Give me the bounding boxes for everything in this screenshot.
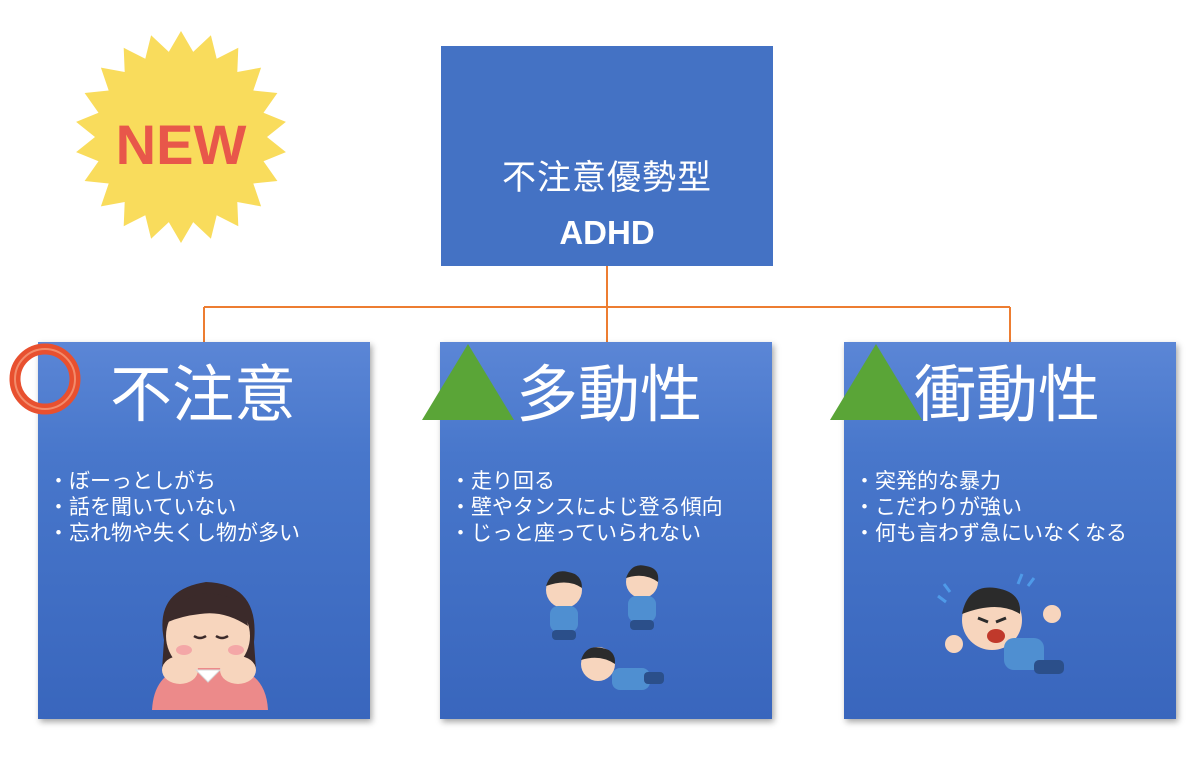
list-item: 忘れ物や失くし物が多い <box>48 520 366 546</box>
running-kids-illustration <box>546 565 664 690</box>
circle-mark-icon <box>9 343 81 415</box>
card-heading: 多動性 <box>516 358 703 431</box>
list-item: ぼーっとしがち <box>48 468 366 494</box>
list-item: 壁やタンスによじ登る傾向 <box>450 494 768 520</box>
list-item: 走り回る <box>450 468 768 494</box>
card-heading: 衝動性 <box>914 358 1101 431</box>
root-subtitle: ADHD <box>559 214 655 251</box>
triangle-mark-icon <box>422 344 514 420</box>
list-item: 話を聞いていない <box>48 494 366 520</box>
list-item: こだわりが強い <box>854 494 1172 520</box>
list-item: 突発的な暴力 <box>854 468 1172 494</box>
root-box: 不注意優勢型 ADHD <box>441 46 773 266</box>
card-inattention: 不注意 ぼーっとしがち 話を聞いていない 忘れ物や失くし物が多い <box>38 342 370 719</box>
card-heading: 不注意 <box>110 358 297 431</box>
list-item: 何も言わず急にいなくなる <box>854 520 1172 546</box>
card-list: ぼーっとしがち 話を聞いていない 忘れ物や失くし物が多い <box>48 468 366 546</box>
card-list: 走り回る 壁やタンスによじ登る傾向 じっと座っていられない <box>450 468 768 546</box>
daydreaming-girl-illustration <box>152 582 268 710</box>
root-title: 不注意優勢型 <box>502 158 712 198</box>
new-badge-text: NEW <box>116 113 247 176</box>
list-item: じっと座っていられない <box>450 520 768 546</box>
starburst-shape <box>76 31 286 243</box>
card-list: 突発的な暴力 こだわりが強い 何も言わず急にいなくなる <box>854 468 1172 546</box>
new-badge: NEW <box>76 31 286 243</box>
triangle-mark-icon <box>830 344 922 420</box>
angry-kid-illustration <box>937 573 1064 674</box>
